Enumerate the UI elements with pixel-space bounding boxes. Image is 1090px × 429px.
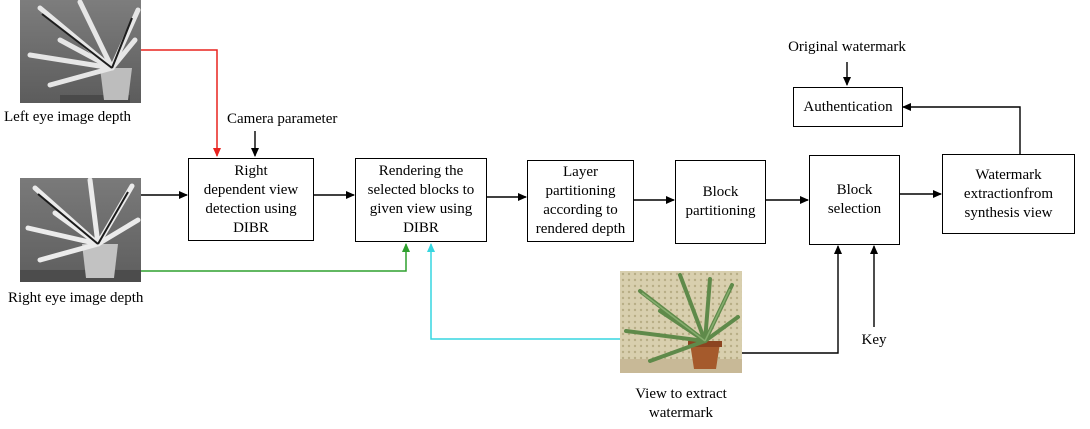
key-label: Key [861, 332, 887, 348]
view-to-rendering-arrow [427, 243, 620, 340]
view-to-extract-label: View to extract watermark [635, 386, 727, 421]
authentication-text: Authentication [803, 98, 893, 115]
block-partitioning-block: Block partitioning [675, 160, 766, 244]
right-depth-to-rendering-arrow [141, 243, 410, 272]
right-eye-depth-label: Right eye image depth [8, 290, 144, 306]
view-to-block-selection-arrow [742, 245, 842, 354]
authentication-block: Authentication [793, 87, 903, 127]
camera-parameter-label: Camera parameter [227, 111, 338, 127]
original-watermark-label: Original watermark [788, 39, 906, 55]
block-partitioning-text: Block partitioning [685, 184, 756, 219]
watermark-extraction-block: Watermark extractionfrom synthesis view [942, 154, 1075, 234]
right-eye-depth-image [20, 178, 141, 282]
left-eye-depth-image [20, 0, 141, 103]
block-selection-text: Block selection [827, 182, 882, 217]
block-selection-block: Block selection [809, 155, 900, 245]
view-to-extract-image [620, 271, 742, 373]
extraction-to-authentication-arrow [902, 103, 1021, 154]
layer-partitioning-text: Layer partitioning according to rendered… [535, 164, 626, 237]
right-view-detection-text: Right dependent view detection using DIB… [203, 162, 299, 236]
rendering-block: Rendering the selected blocks to given v… [355, 158, 487, 242]
left-depth-to-detection-arrow [140, 49, 221, 157]
left-eye-depth-label: Left eye image depth [4, 109, 132, 125]
rendering-text: Rendering the selected blocks to given v… [367, 163, 475, 236]
watermark-extraction-text: Watermark extractionfrom synthesis view [963, 166, 1054, 221]
layer-partitioning-block: Layer partitioning according to rendered… [527, 160, 634, 242]
right-view-detection-block: Right dependent view detection using DIB… [188, 158, 314, 241]
